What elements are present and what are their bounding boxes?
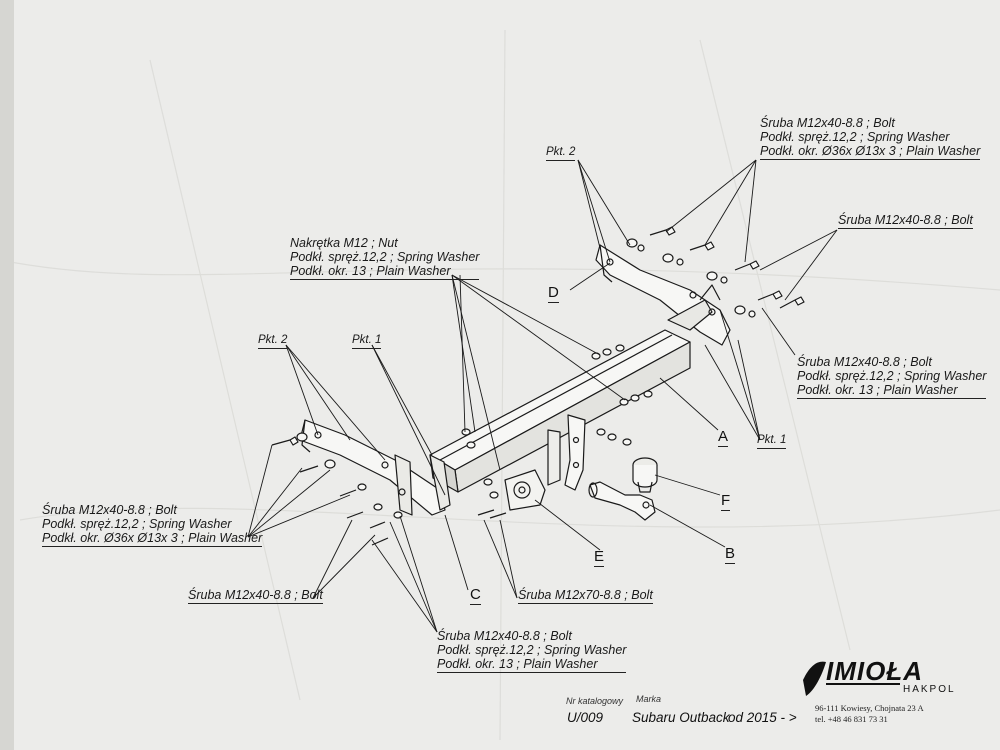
bracket-D [595, 244, 731, 346]
part-letter-F: F [721, 492, 731, 511]
center-hanger [547, 414, 586, 491]
label-left-bottom-bolt: Śruba M12x40-8.8 ; Bolt [188, 588, 323, 604]
bolts-left [271, 432, 507, 546]
bolts-right [626, 226, 805, 318]
label-pkt1-left: Pkt. 1 [352, 334, 382, 349]
company-sub: HAKPOL [903, 684, 956, 695]
catalog-value: U/009 [567, 710, 604, 725]
nuts-washers-center [461, 344, 653, 499]
label-right-bolt: Śruba M12x40-8.8 ; Bolt [838, 213, 973, 229]
label-top-right-bolt: Śruba M12x40-8.8 ; Bolt Podkł. spręż.12,… [760, 116, 981, 160]
ball-neck-B [588, 481, 656, 521]
label-pkt2-top: Pkt. 2 [546, 146, 576, 161]
company-logo: IMIOŁA [826, 656, 923, 686]
brand-value: Subaru Outback [632, 710, 730, 725]
label-right-mid: Śruba M12x40-8.8 ; Bolt Podkł. spręż.12,… [797, 355, 987, 399]
company-address: 96-111 Kowiesy, Chojnata 23 A tel. +48 4… [815, 703, 924, 725]
part-letter-A: A [718, 428, 729, 447]
year-range: od 2015 - > [728, 710, 797, 725]
label-pkt2-left: Pkt. 2 [258, 334, 288, 349]
brand-label: Marka [636, 694, 662, 704]
part-letter-C: C [470, 586, 481, 605]
label-bottom-bolt: Śruba M12x40-8.8 ; Bolt Podkł. spręż.12,… [437, 629, 627, 673]
label-left-bolt: Śruba M12x40-8.8 ; Bolt Podkł. spręż.12,… [42, 503, 263, 547]
part-letter-E: E [594, 548, 605, 567]
label-long-bolt: Śruba M12x70-8.8 ; Bolt [518, 588, 653, 604]
socket-plate-E [504, 469, 546, 511]
tow-ball-F [632, 457, 658, 493]
part-letter-B: B [725, 545, 736, 564]
bracket-C [299, 419, 451, 516]
label-nut-group: Nakrętka M12 ; Nut Podkł. spręż.12,2 ; S… [290, 236, 480, 280]
label-pkt1-right: Pkt. 1 [757, 434, 787, 449]
part-letter-D: D [548, 284, 559, 303]
catalog-label: Nr katalogowy [566, 696, 624, 706]
